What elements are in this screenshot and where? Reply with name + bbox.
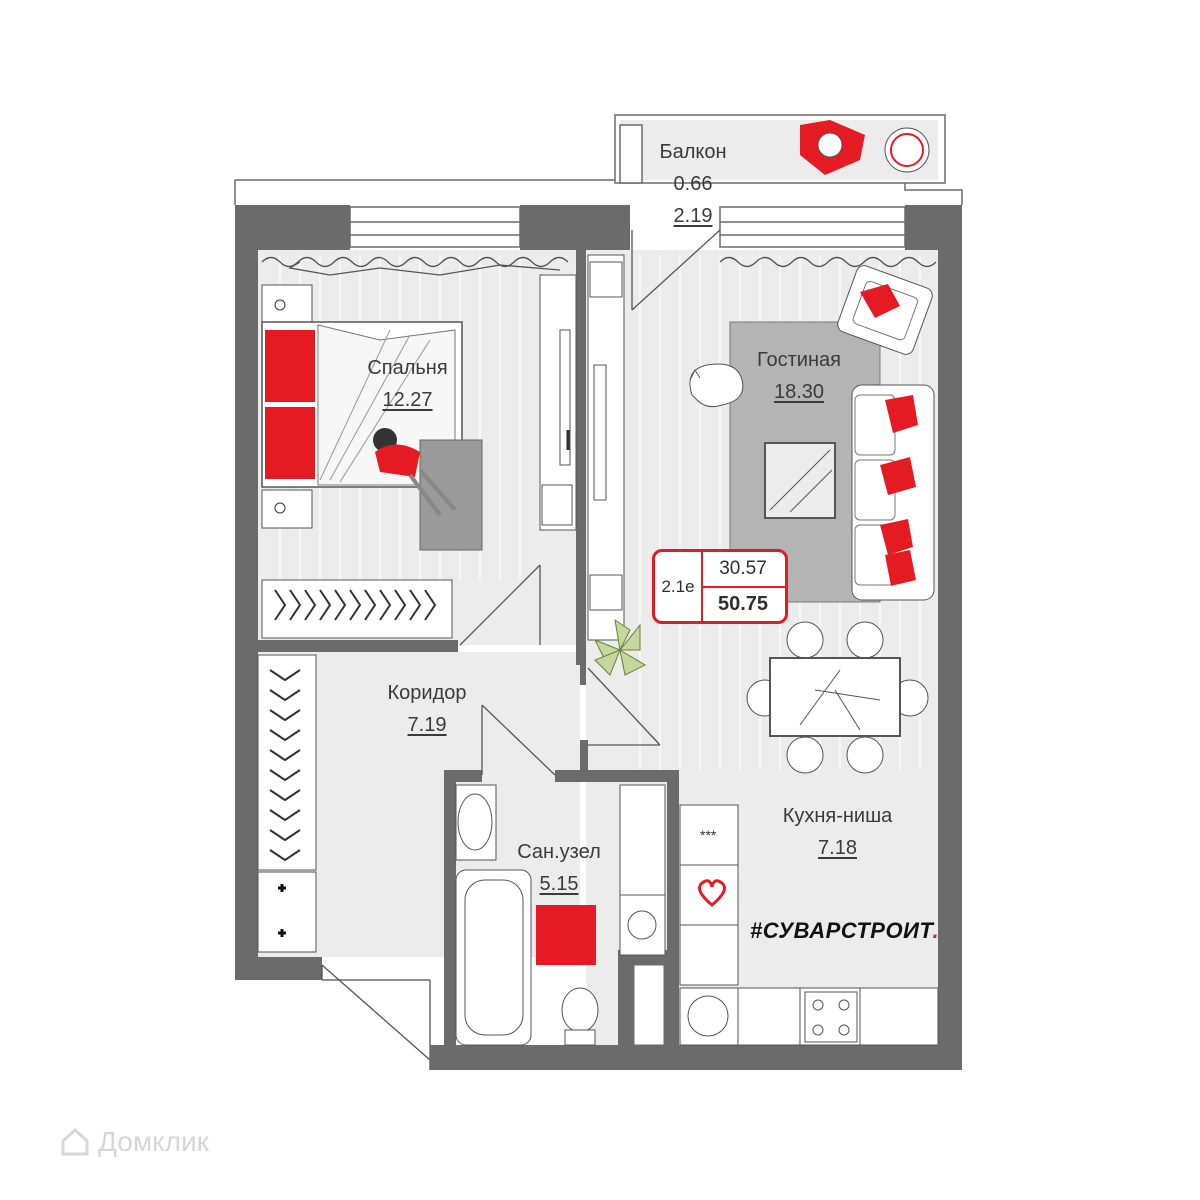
room-label-balcony: Балкон 0.66 2.19 <box>648 136 738 232</box>
wall-inner-niche <box>633 964 665 1046</box>
hallway-furniture <box>257 654 317 953</box>
room-area-living: 0.66 <box>673 173 713 195</box>
apartment-type: 2.1е <box>655 552 703 621</box>
room-name: Коридор <box>387 682 467 704</box>
outer-lines <box>234 114 963 1070</box>
room-name: Балкон <box>659 141 727 163</box>
watermark-text: Домклик <box>98 1126 209 1157</box>
curtains <box>261 256 937 276</box>
room-name: Кухня-ниша <box>782 805 893 827</box>
room-area: 7.19 <box>407 714 447 736</box>
house-icon <box>61 1127 89 1156</box>
room-label-bedroom: Спальня 12.27 <box>350 352 465 416</box>
room-label-corridor: Коридор 7.19 <box>368 677 486 741</box>
room-name: Сан.узел <box>517 841 601 863</box>
watermark: Домклик <box>60 1126 209 1158</box>
plant <box>593 618 647 676</box>
closet-column <box>587 254 625 641</box>
bathroom-fixtures <box>455 784 666 1046</box>
total-area: 50.75 <box>717 592 769 615</box>
room-area-total: 2.19 <box>673 205 713 227</box>
room-label-living: Гостиная 18.30 <box>740 344 858 408</box>
room-label-bathroom: Сан.узел 5.15 <box>500 836 618 900</box>
room-area: 18.30 <box>773 381 825 403</box>
apartment-badge: 2.1е 30.57 50.75 <box>652 549 788 624</box>
room-area: 12.27 <box>382 389 433 411</box>
balcony-decor <box>800 120 930 175</box>
bedroom-furniture <box>261 274 577 639</box>
room-name: Гостиная <box>757 349 841 371</box>
brand-hashtag: #СУВАРСТРОИТ. <box>750 918 939 944</box>
svg-text:***: *** <box>700 827 717 843</box>
room-name: Спальня <box>367 357 448 379</box>
room-area: 7.18 <box>818 837 857 859</box>
brand-dot: . <box>932 918 940 943</box>
doors <box>321 229 721 1061</box>
room-label-kitchen: Кухня-ниша 7.18 <box>760 800 915 864</box>
living-area-total: 30.57 <box>701 552 785 588</box>
windows <box>349 124 906 248</box>
kitchen-units: *** <box>679 804 939 1046</box>
room-area: 5.15 <box>539 873 579 895</box>
dining-set <box>746 621 929 774</box>
brand-text: #СУВАРСТРОИТ <box>750 918 933 943</box>
